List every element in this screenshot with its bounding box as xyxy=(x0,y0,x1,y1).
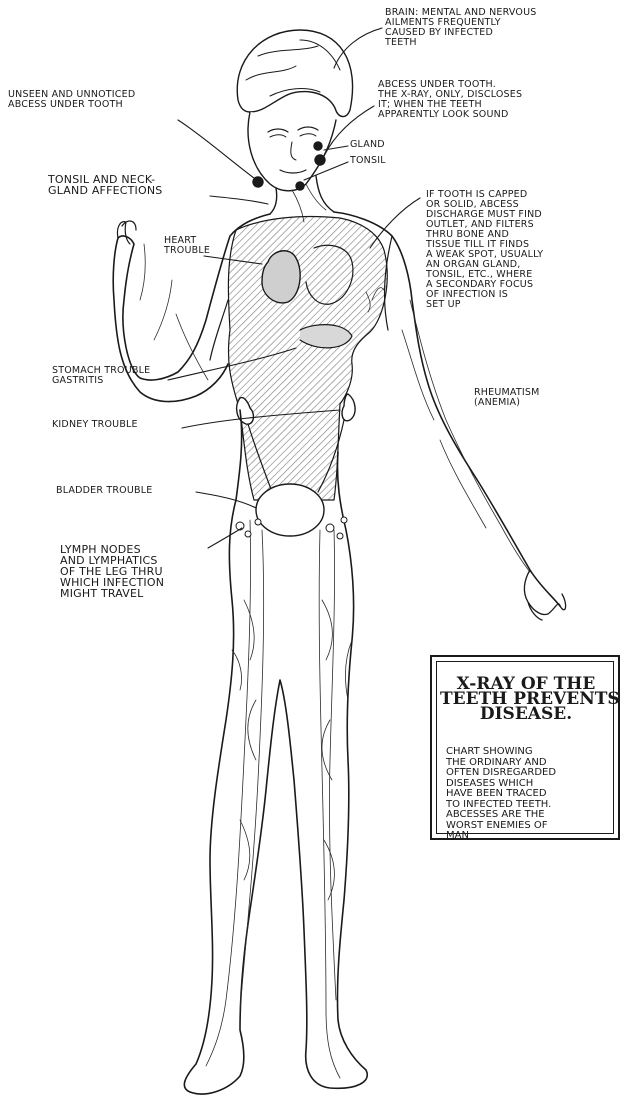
label-gland: GLAND xyxy=(350,140,385,150)
abscess-dot-right xyxy=(315,155,325,165)
label-brain: BRAIN: MENTAL AND NERVOUS AILMENTS FREQU… xyxy=(385,8,536,48)
bladder xyxy=(256,484,324,536)
label-heart: HEART TROUBLE xyxy=(164,236,210,256)
torso-shading xyxy=(228,217,387,501)
label-rheumatism: RHEUMATISM (ANEMIA) xyxy=(474,388,540,408)
label-capped-tooth: IF TOOTH IS CAPPED OR SOLID, ABCESS DISC… xyxy=(426,190,543,310)
caption-title: X-RAY OF THE TEETH PREVENTS DISEASE. xyxy=(440,677,612,722)
label-kidney: KIDNEY TROUBLE xyxy=(52,420,138,430)
label-unseen-abcess: UNSEEN AND UNNOTICED ABCESS UNDER TOOTH xyxy=(8,90,135,110)
hair xyxy=(237,30,352,117)
right-hand xyxy=(524,570,565,620)
label-stomach: STOMACH TROUBLE GASTRITIS xyxy=(52,366,150,386)
caption-box: X-RAY OF THE TEETH PREVENTS DISEASE. CHA… xyxy=(430,655,620,840)
label-bladder: BLADDER TROUBLE xyxy=(56,486,152,496)
label-lymph: LYMPH NODES AND LYMPHATICS OF THE LEG TH… xyxy=(60,544,164,599)
tonsil-dot xyxy=(296,182,304,190)
label-abcess-xray: ABCESS UNDER TOOTH. THE X-RAY, ONLY, DIS… xyxy=(378,80,522,120)
gland-dot xyxy=(314,142,322,150)
caption-text: CHART SHOWING THE ORDINARY AND OFTEN DIS… xyxy=(446,747,612,842)
label-tonsil: TONSIL xyxy=(350,156,386,166)
label-tonsil-neck: TONSIL AND NECK- GLAND AFFECTIONS xyxy=(48,174,162,196)
abscess-dot-left xyxy=(253,177,263,187)
left-hand xyxy=(117,221,136,244)
